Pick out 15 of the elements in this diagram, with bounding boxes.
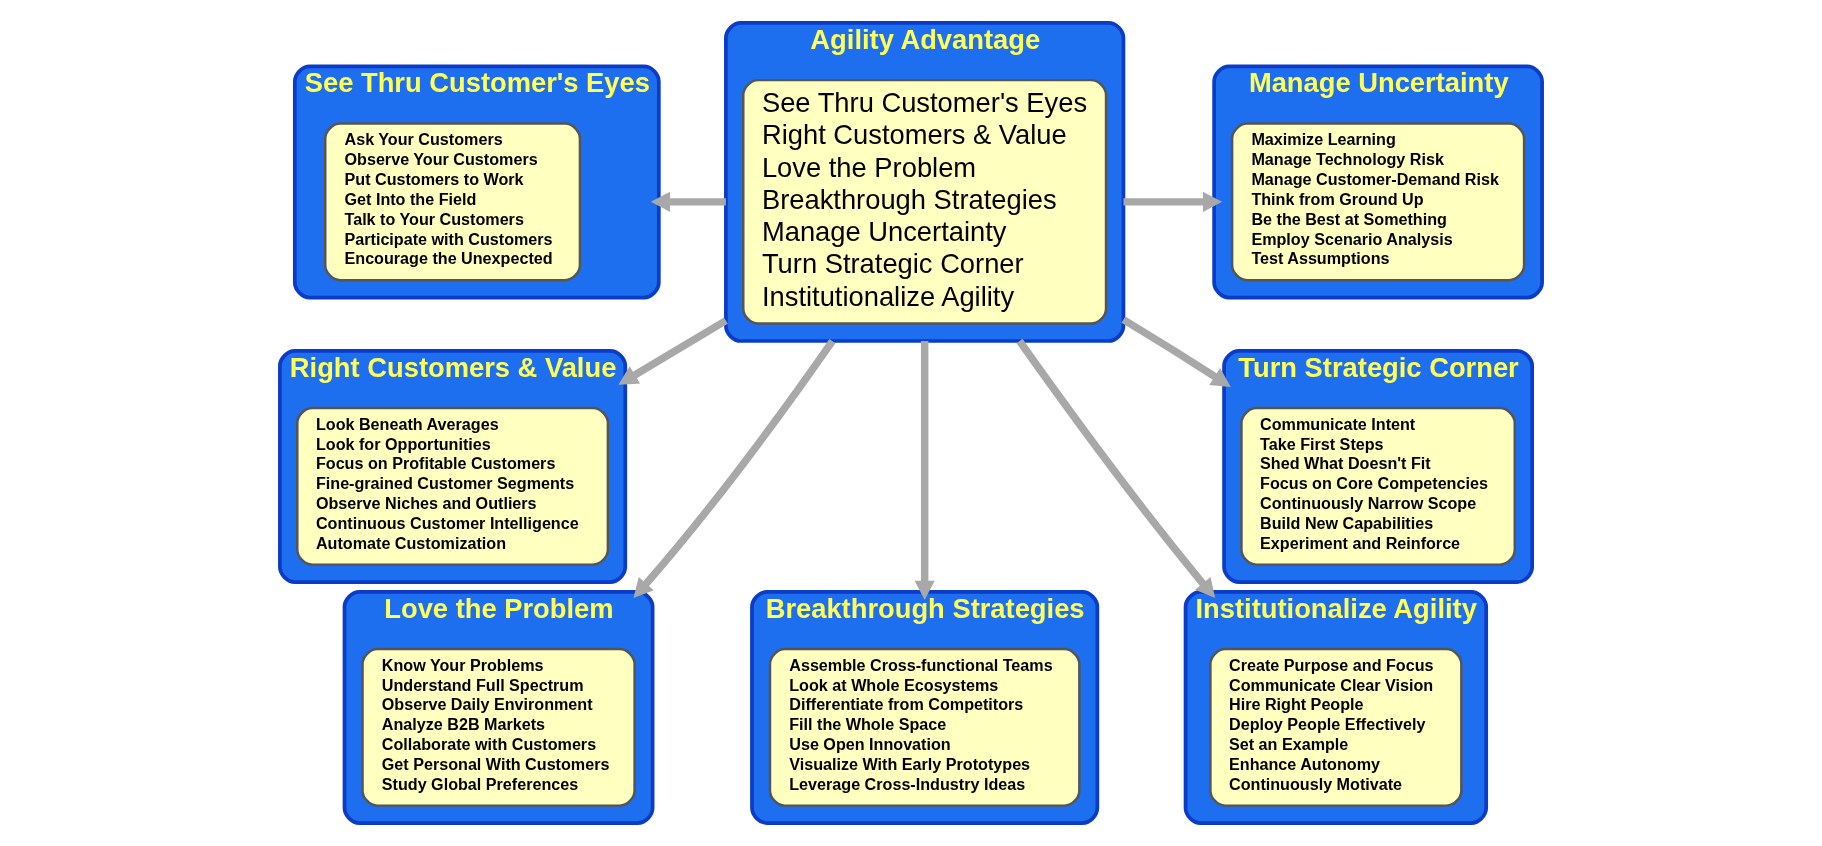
arrow (1016, 338, 1216, 599)
arrow (633, 338, 836, 598)
node-box: Communicate Intent Take First Steps Shed What Doesn't Fit Focus on Core Competencies Continuously Narrow Scope Build New Capabilities Experiment and Reinforce (1240, 406, 1516, 566)
arrow (618, 317, 728, 385)
node-box: See Thru Customer's Eyes Right Customers & Value Love the Problem Breakthrough Strategies Manage Uncertainty Turn Strategic Corner Institutionalize Agility (742, 78, 1108, 325)
arrow (1123, 191, 1223, 212)
arrow (1121, 316, 1231, 387)
node-box: Look Beneath Averages Look for Opportunities Focus on Profitable Customers Fine-grained Customer Segments Observe Niches and Outliers Continuous Customer Intelligence Automate Customization (296, 406, 610, 566)
node-box: Create Purpose and Focus Communicate Clear Vision Hire Right People Deploy People Effectively Set an Example Enhance Autonomy Continuously Motivate (1209, 647, 1463, 807)
node-box: Assemble Cross-functional Teams Look at Whole Ecosystems Differentiate from Competitors Fill the Whole Space Use Open Innovation Visualize With Early Prototypes Leverage Cross-Industry Ideas (768, 647, 1081, 807)
node-box: Ask Your Customers Observe Your Customers Put Customers to Work Get Into the Field Talk to Your Customers Participate with Customers Encourage the Unexpected (324, 122, 582, 282)
arrow (650, 191, 726, 212)
node-box: Maximize Learning Manage Technology Risk Manage Customer-Demand Risk Think from Ground Up Be the Best at Something Employ Scenario Analysis Test Assumptions (1230, 122, 1526, 282)
arrow (914, 341, 935, 600)
node-box: Know Your Problems Understand Full Spectrum Observe Daily Environment Analyze B2B Markets Collaborate with Customers Get Personal With Customers Study Global Preferences (361, 647, 636, 807)
